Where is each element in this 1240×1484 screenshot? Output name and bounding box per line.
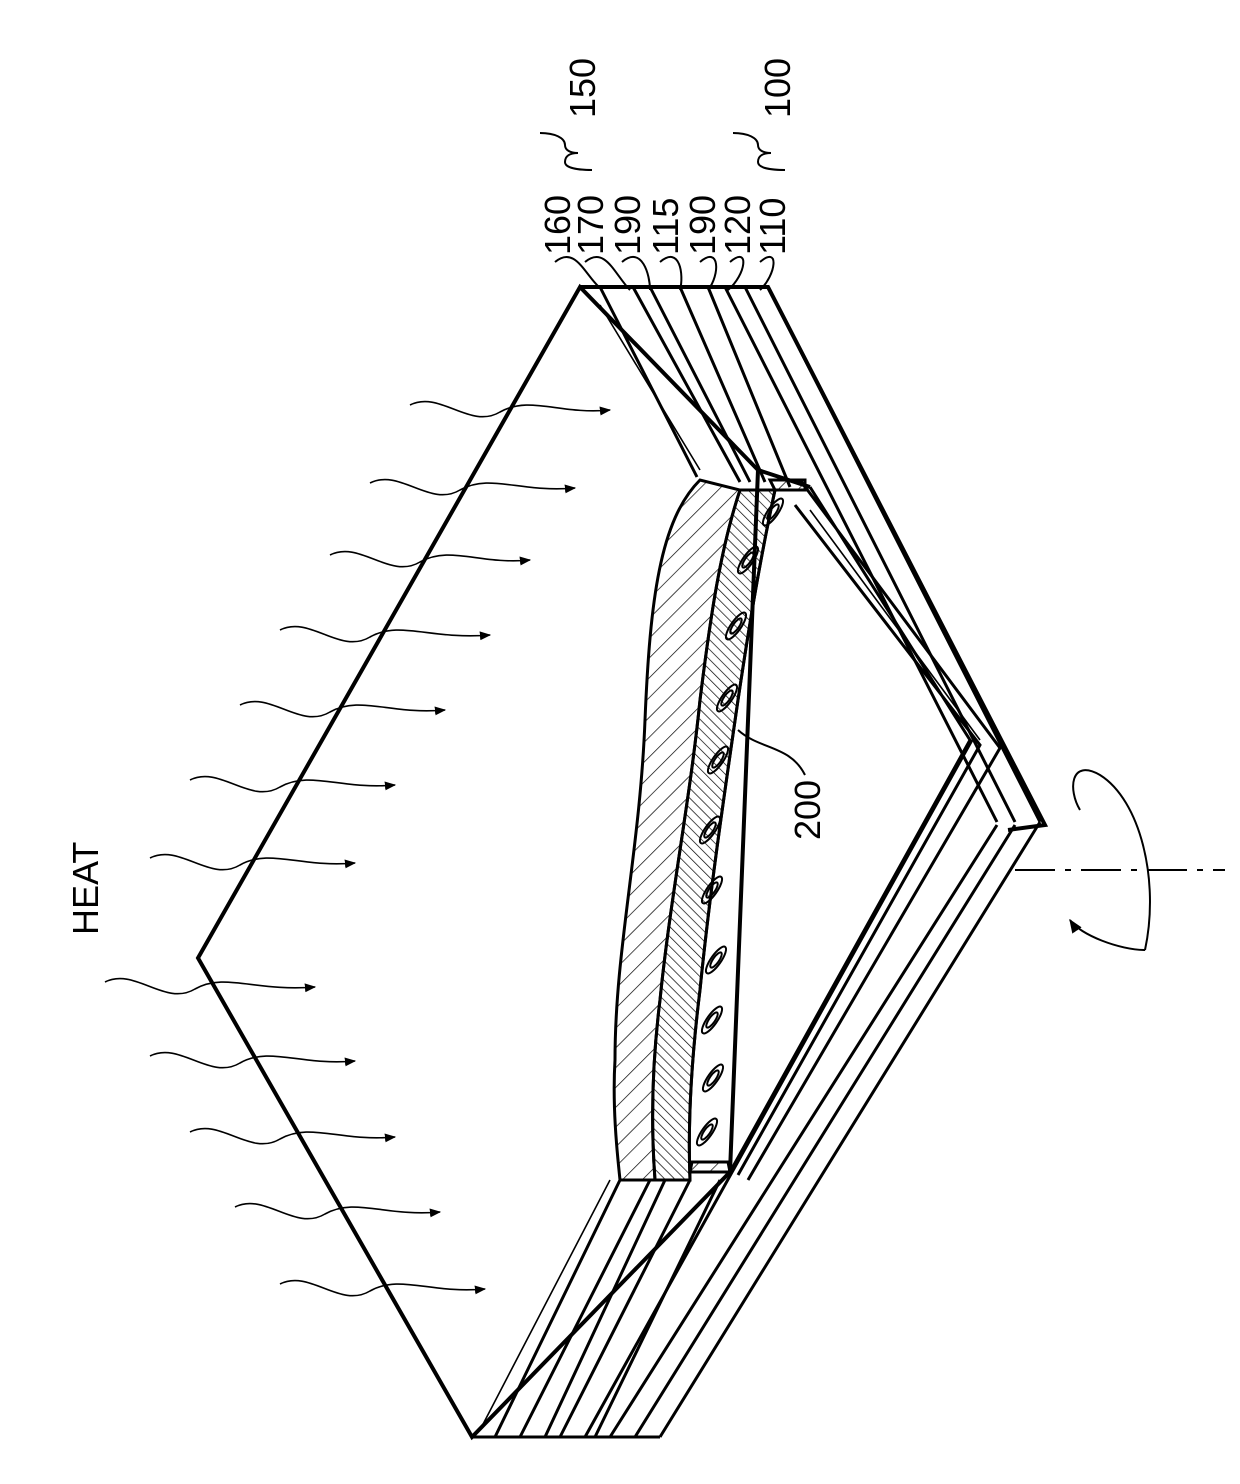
substrate-stack (198, 287, 1045, 1437)
heat-label: HEAT (65, 842, 106, 935)
brace-100 (733, 133, 785, 170)
label-100: 100 (757, 58, 798, 118)
label-190a: 190 (607, 195, 648, 255)
rotation-arrow (1070, 770, 1150, 950)
particle (694, 1116, 721, 1148)
heat-arrow (190, 1129, 395, 1144)
particle (700, 1062, 727, 1094)
label-200: 200 (787, 780, 828, 840)
heat-arrow (370, 480, 575, 495)
label-170: 170 (570, 195, 611, 255)
brace-150 (540, 133, 592, 170)
label-150: 150 (562, 58, 603, 118)
particle (699, 1004, 726, 1036)
inner-edge-line (480, 305, 980, 1430)
leader-160 (555, 257, 600, 288)
rotation-indicator (1015, 770, 1225, 950)
label-110: 110 (752, 198, 793, 255)
particle (703, 944, 730, 976)
heat-arrows (105, 402, 610, 1296)
label-115: 115 (645, 198, 686, 255)
